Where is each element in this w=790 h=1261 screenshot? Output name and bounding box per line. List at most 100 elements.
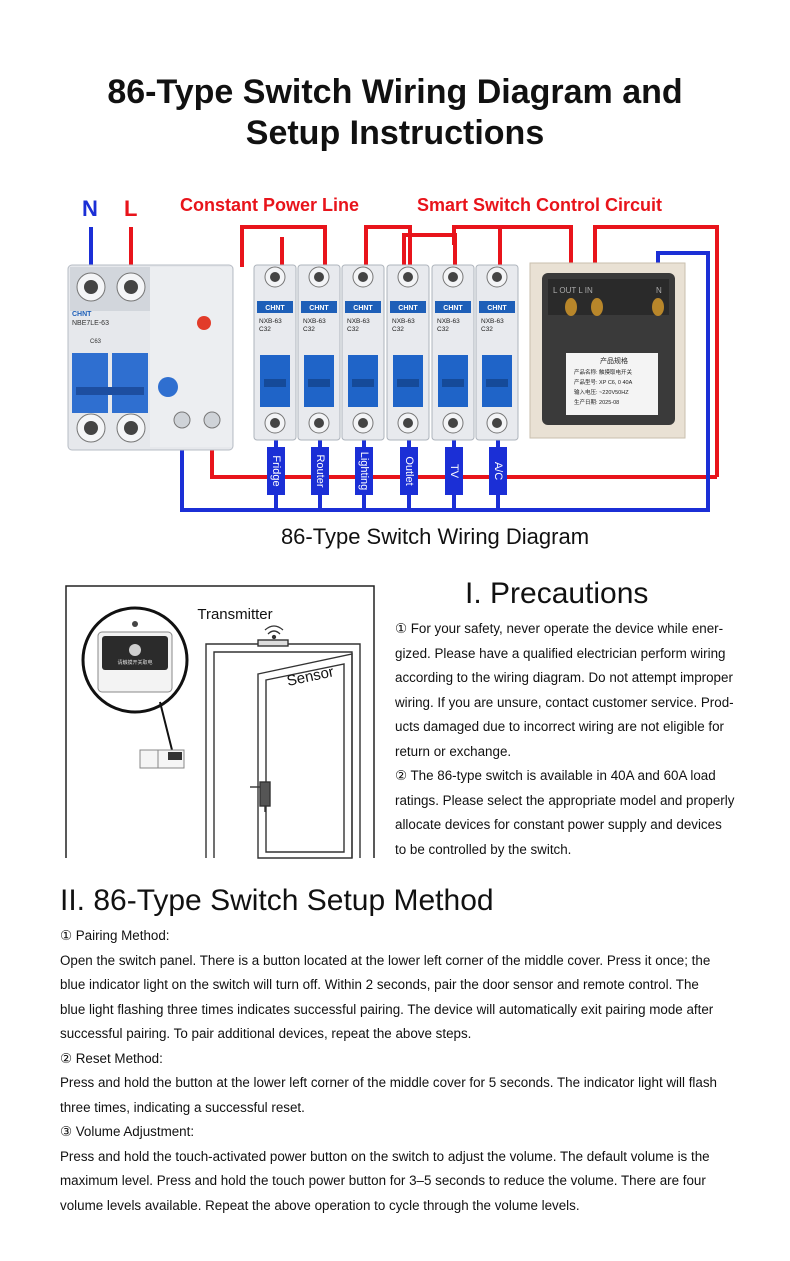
breaker-brand: CHNT [265, 305, 285, 312]
breaker-model: NXB-63 [392, 318, 415, 325]
text-line: maximum level. Press and hold the touch … [60, 1173, 706, 1188]
switch-spec-line: 生产日期: 2025-08 [574, 398, 619, 406]
load-tag: Lighting [355, 447, 373, 495]
text-line: Press and hold the touch-activated power… [60, 1148, 710, 1164]
precautions-heading: I. Precautions [465, 577, 649, 610]
text-line: ③ Volume Adjustment: [60, 1124, 195, 1139]
breaker-rating: C32 [303, 326, 315, 333]
switch-spec-line: 输入电压: ~220V50HZ [574, 388, 629, 396]
text-line: three times, indicating a successful res… [60, 1099, 305, 1115]
wifi-icon [264, 625, 284, 640]
breaker-brand: CHNT [487, 305, 507, 312]
control-wire [402, 233, 457, 267]
control-wire [498, 225, 573, 267]
control-wire [364, 225, 412, 267]
load-label: TV [448, 464, 460, 479]
live-return-wire [210, 440, 717, 479]
breaker-rating: C32 [437, 326, 449, 333]
transmitter-label: Transmitter [197, 606, 272, 623]
load-tag: Fridge [267, 447, 285, 495]
text-line: ① For your safety, never operate the dev… [395, 621, 724, 636]
constant-power-wire [240, 225, 327, 267]
text-line: successful pairing. To pair additional d… [60, 1026, 472, 1041]
setup-text: ① Pairing Method: Open the switch panel. … [60, 924, 780, 1218]
constant-power-line-label: Constant Power Line [180, 195, 360, 215]
load-tag: TV [445, 447, 463, 495]
breaker-brand: CHNT [309, 305, 329, 312]
breaker-model: NXB-63 [481, 318, 504, 325]
text-line: wiring. If you are unsure, contact custo… [395, 694, 734, 710]
smart-switch-circuit-label: Smart Switch Control Circuit [417, 195, 663, 215]
switch-terminal-labels: L OUT L IN [553, 286, 593, 295]
text-line: return or exchange. [395, 743, 512, 759]
switch-spec-line: 产品名称: 触摸取电开关 [574, 368, 633, 376]
device-callout: 请触摸开关取电 [81, 606, 189, 769]
live-label: L [124, 196, 138, 221]
rcbo-model: NBE7LE-63 [72, 320, 109, 327]
breaker-model: NXB-63 [347, 318, 370, 325]
rcbo-rating: C63 [90, 339, 102, 345]
text-line: ① Pairing Method: [60, 928, 170, 943]
text-line: ② Reset Method: [60, 1050, 163, 1066]
device-panel-text: 请触摸开关取电 [117, 659, 152, 666]
rcbo-main-breaker: CHNT NBE7LE-63 C63 [67, 264, 234, 451]
text-line: ② The 86-type switch is available in 40A… [395, 768, 716, 783]
diagram-caption: 86-Type Switch Wiring Diagram [280, 524, 590, 549]
breaker-brand: CHNT [353, 305, 373, 312]
door [205, 639, 361, 859]
breaker-model: NXB-63 [303, 318, 326, 325]
load-label: Lighting [358, 452, 370, 491]
sensor-label: Sensor [285, 663, 335, 690]
breaker-rating: C32 [259, 326, 271, 333]
text-line: allocate devices for constant power supp… [395, 817, 722, 832]
text-line: to be controlled by the switch. [395, 841, 572, 857]
precautions-text: ① For your safety, never operate the dev… [395, 617, 775, 862]
title-line-1: 86-Type Switch Wiring Diagram and [107, 73, 683, 111]
switch-spec-title: 产品规格 [600, 356, 628, 365]
breaker-model: NXB-63 [437, 318, 460, 325]
load-tag: Outlet [400, 447, 418, 495]
text-line: gized. Please have a qualified electrici… [395, 645, 726, 661]
load-label: Fridge [270, 455, 282, 486]
neutral-return-wire [180, 251, 710, 512]
text-line: according to the wiring diagram. Do not … [395, 670, 733, 685]
wiring-diagram: CHNT NBE7LE-63 C63 CHNTNXB-63C32CHNTNXB-… [67, 225, 719, 512]
switch-spec-line: 产品型号: XP C6, 0 40A [574, 378, 633, 386]
load-label: Router [314, 454, 326, 487]
text-line: blue light flashing three times indicate… [60, 1001, 714, 1017]
breaker-rating: C32 [481, 326, 493, 333]
smart-switch-86: L OUT L IN N 产品规格 产品名称: 触摸取电开关 产品型号: XP … [529, 262, 686, 439]
title-line-2: Setup Instructions [245, 114, 545, 152]
breaker-row: CHNTNXB-63C32CHNTNXB-63C32CHNTNXB-63C32C… [253, 264, 519, 441]
text-line: volume levels available. Repeat the abov… [60, 1197, 580, 1213]
breaker-rating: C32 [392, 326, 404, 333]
page-title: 86-Type Switch Wiring Diagram and Setup … [0, 72, 790, 154]
load-label: Outlet [403, 456, 415, 485]
switch-terminal-n: N [656, 286, 662, 295]
breaker-model: NXB-63 [259, 318, 282, 325]
text-line: Press and hold the button at the lower l… [60, 1075, 717, 1090]
text-line: ratings. Please select the appropriate m… [395, 792, 735, 808]
sensor-illustration: Transmitter Sensor 请触摸开关取电 [65, 585, 375, 859]
load-label: A/C [492, 462, 504, 480]
rcbo-brand: CHNT [72, 311, 92, 318]
control-wire [452, 225, 502, 267]
neutral-label: N [82, 196, 98, 221]
text-line: ucts damaged due to incorrect wiring are… [395, 719, 724, 734]
setup-heading: II. 86-Type Switch Setup Method [60, 884, 494, 917]
load-tag: Router [311, 447, 329, 495]
text-line: blue indicator light on the switch will … [60, 977, 699, 992]
load-tag: A/C [489, 447, 507, 495]
breaker-brand: CHNT [398, 305, 418, 312]
breaker-rating: C32 [347, 326, 359, 333]
breaker-brand: CHNT [443, 305, 463, 312]
text-line: Open the switch panel. There is a button… [60, 952, 711, 968]
switch-out-wire [593, 225, 719, 477]
load-tags: Fridge Router Lighting Outlet TV A/C [267, 447, 507, 495]
